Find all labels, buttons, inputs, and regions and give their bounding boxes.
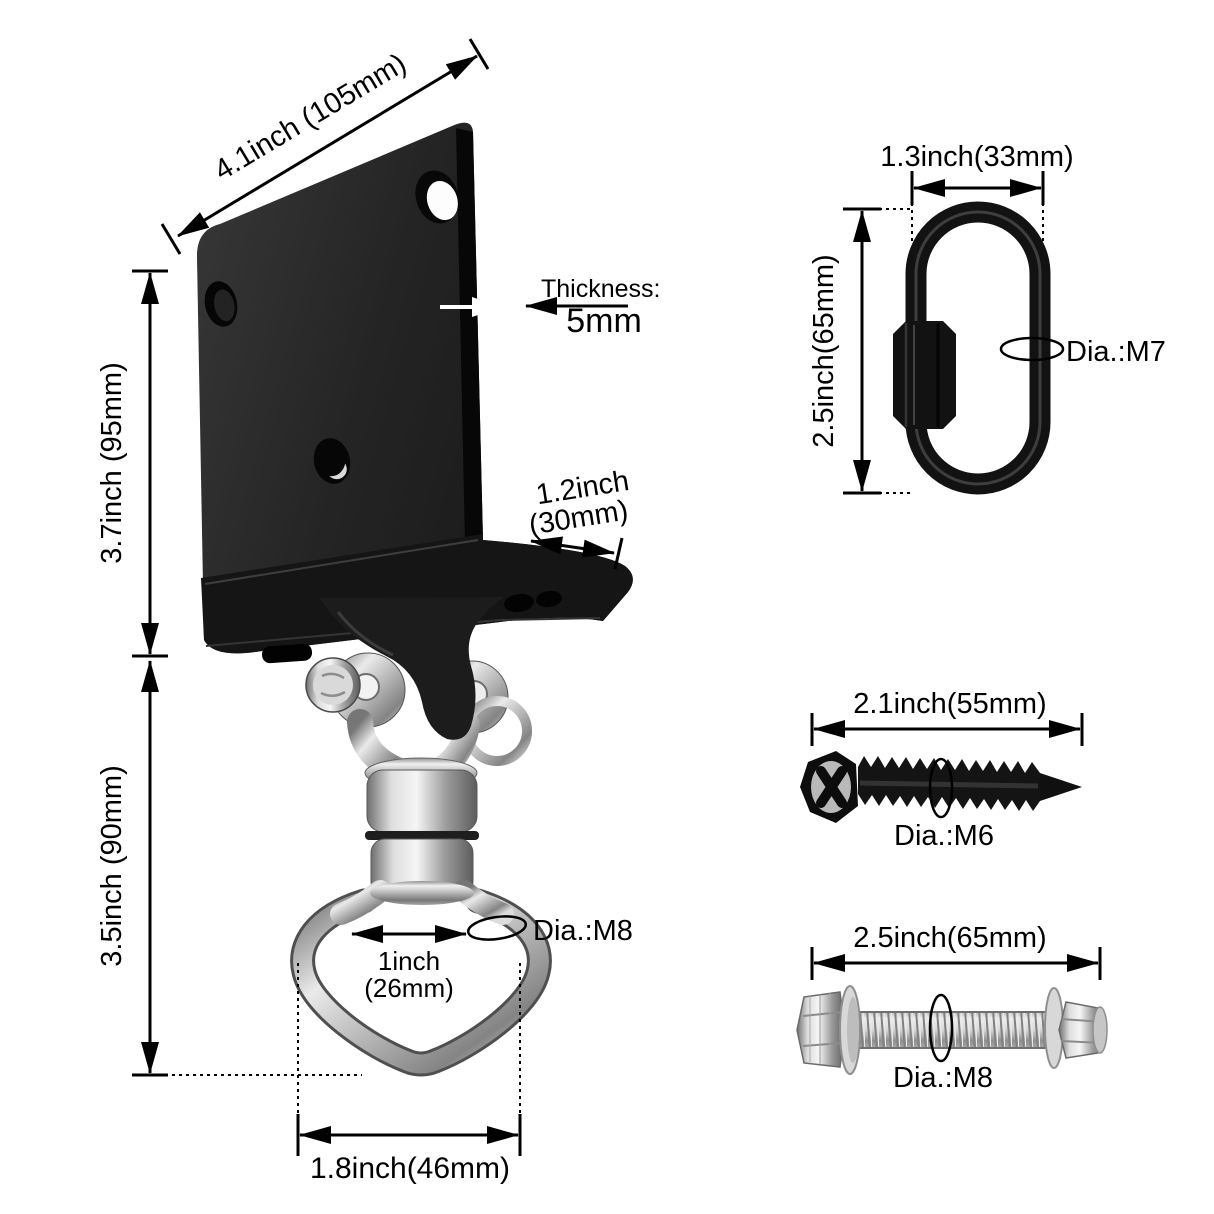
dim-tick <box>160 223 182 255</box>
flange-hole-1 <box>504 593 534 613</box>
plate-hole-left <box>204 281 238 327</box>
flange-slot-hole <box>262 643 313 664</box>
thickness-value: 5mm <box>566 302 642 340</box>
quick-link-sleeve-nut <box>893 321 956 429</box>
ring-inner-label-line1: 1inch <box>378 946 440 976</box>
dim-quicklink-height: 2.5inch(65mm) <box>808 207 910 495</box>
flange-hole-2 <box>536 590 562 608</box>
dia-indicator-ellipse <box>928 993 954 1063</box>
dim-thickness: Thickness: 5mm <box>440 275 660 340</box>
dia-indicator-ellipse <box>466 915 528 941</box>
swivel-dia-label: Dia.:M8 <box>533 915 633 947</box>
bolt-washer-left <box>839 985 861 1075</box>
swivel-height-label: 3.5inch (90mm) <box>96 765 128 966</box>
bolt-head <box>796 991 846 1068</box>
dim-screw-length: 2.1inch(55mm) <box>810 688 1084 746</box>
dia-indicator-ellipse <box>928 757 954 819</box>
swivel-triangle-ring <box>293 891 549 1074</box>
swivel-black-tab <box>320 597 505 740</box>
swivel-barrel-cap <box>370 881 474 905</box>
dim-screw-dia: Dia.:M6 <box>894 757 994 852</box>
dim-quicklink-width: 1.3inch(33mm) <box>880 141 1074 244</box>
shackle-pin-head-texture <box>320 672 346 697</box>
dim-arrow <box>177 54 478 238</box>
dim-bracket-height: 3.7inch (95mm) <box>96 269 168 658</box>
plate-hole-center <box>313 438 351 484</box>
dim-ring-inner-width: 1inch (26mm) <box>351 925 467 1003</box>
ring-inner-label-line2: (26mm) <box>364 973 454 1003</box>
quicklink-height-label: 2.5inch(65mm) <box>808 254 840 447</box>
bolt-nut <box>1058 1001 1108 1059</box>
dim-swivel-height: 3.5inch (90mm) <box>96 660 362 1077</box>
bracket-flange-face <box>201 534 633 654</box>
dia-indicator-ellipse <box>999 336 1065 362</box>
ring-outer-width-label: 1.8inch(46mm) <box>310 1152 510 1185</box>
swivel-assembly <box>290 597 552 1077</box>
dim-arrow <box>530 536 615 558</box>
screw-dia-label: Dia.:M6 <box>894 820 994 852</box>
bracket-silhouette <box>196 122 633 654</box>
bolt-length-label: 2.5inch(65mm) <box>853 922 1046 954</box>
dim-bolt-dia: Dia.:M8 <box>893 993 993 1094</box>
bolt-shaft-threads <box>858 1011 1054 1049</box>
dim-tick <box>468 38 490 70</box>
lag-screw <box>800 751 1082 823</box>
dim-swivel-dia: Dia.:M8 <box>466 915 633 947</box>
screw-phillips-cross <box>816 766 847 808</box>
quick-link <box>893 201 1051 495</box>
dim-bolt-length: 2.5inch(65mm) <box>810 922 1102 980</box>
swivel-barrel-groove <box>365 831 479 840</box>
dim-ring-outer-width: 1.8inch(46mm) <box>296 963 522 1185</box>
thickness-white-arrow-head <box>472 297 502 317</box>
dim-tick <box>613 537 624 570</box>
quicklink-width-label: 1.3inch(33mm) <box>880 141 1073 173</box>
bolt-dia-label: Dia.:M8 <box>893 1062 993 1094</box>
thickness-label: Thickness: <box>541 275 660 303</box>
hex-bolt <box>796 985 1108 1075</box>
dim-quicklink-dia: Dia.:M7 <box>999 336 1166 368</box>
shackle-pin-head-face <box>313 665 353 705</box>
bracket-front-edge-highlight <box>205 617 601 647</box>
mounting-bracket <box>196 122 633 664</box>
swivel-barrel-upper <box>366 769 478 833</box>
screw-length-label: 2.1inch(55mm) <box>853 688 1046 720</box>
quicklink-dia-label: Dia.:M7 <box>1066 336 1166 368</box>
screw-tip <box>1040 773 1082 801</box>
bracket-fold-highlight <box>204 539 479 585</box>
bracket-height-label: 3.7inch (95mm) <box>96 362 128 563</box>
dimension-annotations: 4.1inch (105mm) 3.7inch (95mm) 3.5inch (… <box>96 38 1166 1185</box>
swivel-black-tab-highlight <box>336 611 394 657</box>
screw-thread-sheen <box>859 780 1039 789</box>
